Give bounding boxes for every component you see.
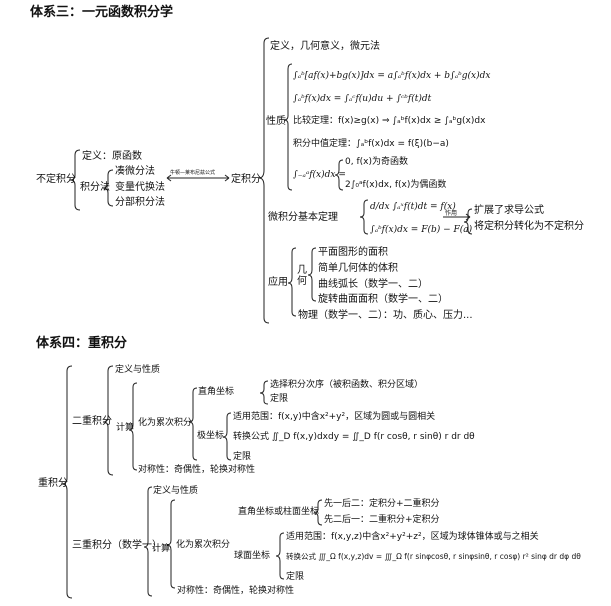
dbl-order-choice: 选择积分次序（被积函数、积分区域）	[270, 380, 424, 390]
formula-odd-case: 0, f(x)为奇函数	[345, 157, 408, 167]
definition-primitive: 定义：原函数	[82, 151, 142, 162]
dbl-polar-scope: 适用范围：f(x,y)中含x²+y²，区域为圆或与圆相关	[233, 412, 436, 422]
app-surface-area: 旋转曲面面积（数学一、二）	[318, 294, 448, 305]
dbl-limits: 定限	[270, 394, 289, 404]
dbl-polar-formula: 转换公式 ∬_D f(x,y)dxdy = ∬_D f(r cosθ, r si…	[233, 432, 475, 442]
dbl-definition: 定义与性质	[115, 365, 161, 375]
method-substitution-differential: 凑微分法	[115, 166, 155, 177]
tri-one-then-two: 先一后二：定积分+二重积分	[324, 499, 440, 509]
app-volume: 简单几何体的体积	[318, 263, 398, 274]
applications: 应用	[268, 277, 288, 288]
role-convert-integral: 将定积分转化为不定积分	[474, 221, 584, 232]
tri-two-then-one: 先二后一：二重积分+定积分	[324, 515, 440, 525]
triple-integral: 三重积分（数学一）	[72, 540, 162, 551]
fundamental-theorem: 微积分基本定理	[268, 212, 338, 223]
tri-spherical-scope: 适用范围：f(x,y,z)中含x²+y²+z²，区域为球体锥体或与之相关	[286, 532, 539, 542]
formula-comparison: 比较定理：f(x)≥g(x) ⇒ ∫ₐᵇf(x)dx ≥ ∫ₐᵇg(x)dx	[293, 116, 486, 126]
method-variable-change: 变量代换法	[115, 182, 165, 193]
dbl-polar: 极坐标	[197, 431, 225, 441]
tri-spherical: 球面坐标	[234, 551, 271, 561]
role-extend-derivative: 扩展了求导公式	[474, 205, 544, 216]
formula-additivity: ∫ₐᵇf(x)dx = ∫ₐᶜf(u)du + ∫ᶜᵇf(t)dt	[293, 94, 432, 104]
method-by-parts: 分部积分法	[115, 197, 165, 208]
dbl-iterated: 化为累次积分	[138, 418, 193, 428]
newton-leibniz-label: 牛顿—莱布尼兹公式	[170, 170, 216, 176]
tri-definition: 定义与性质	[153, 486, 199, 496]
dbl-rectangular: 直角坐标	[198, 387, 235, 397]
formula-symmetric-lhs: ∫₋ₐᵃf(x)dx =	[293, 170, 346, 180]
dbl-polar-limits: 定限	[233, 452, 252, 462]
tri-iterated: 化为累次积分	[176, 540, 231, 550]
definite-integral: 定积分	[231, 174, 261, 185]
dbl-symmetry: 对称性：奇偶性，轮换对称性	[138, 465, 256, 475]
geometry: 几何	[297, 265, 307, 287]
tri-calculation: 计算	[152, 544, 171, 554]
double-integral: 二重积分	[72, 416, 112, 427]
properties: 性质	[266, 116, 286, 127]
formula-mean-value: 积分中值定理：∫ₐᵇf(x)dx = f(ξ)(b−a)	[293, 139, 449, 149]
app-area: 平面图形的面积	[318, 247, 388, 258]
tri-spherical-formula: 转换公式 ∭_Ω f(x,y,z)dv = ∭_Ω f(r sinφcosθ, …	[286, 552, 581, 561]
formula-newton-leibniz: ∫ₐᵇf(x)dx = F(b) − F(a)	[370, 225, 473, 235]
tri-cylindrical: 直角坐标或柱面坐标	[238, 507, 320, 517]
app-arc-length: 曲线弧长（数学一、二）	[318, 279, 428, 290]
definition-geometry: 定义，几何意义，微元法	[270, 41, 380, 52]
tri-spherical-limits: 定限	[286, 572, 305, 582]
tri-symmetry: 对称性：奇偶性，轮换对称性	[177, 586, 295, 596]
dbl-calculation: 计算	[116, 423, 135, 433]
formula-derivative-integral: d/dx ∫ₐˣf(t)dt = f(x)	[370, 202, 456, 212]
formula-even-case: 2∫₀ᵃf(x)dx, f(x)为偶函数	[345, 180, 447, 190]
formula-linearity: ∫ₐᵇ[af(x)+bg(x)]dx = a∫ₐᵇf(x)dx + b∫ₐᵇg(…	[293, 71, 491, 81]
system4-title: 体系四：重积分	[36, 336, 128, 351]
role-label: 作用	[445, 210, 458, 217]
app-physics: 物理（数学一、二）：功、质心、压力...	[298, 310, 473, 321]
system3-title: 体系三：一元函数积分学	[30, 5, 174, 20]
multiple-integral: 重积分	[38, 478, 68, 489]
indefinite-integral: 不定积分	[36, 174, 76, 185]
integration-methods: 积分法	[80, 182, 110, 193]
